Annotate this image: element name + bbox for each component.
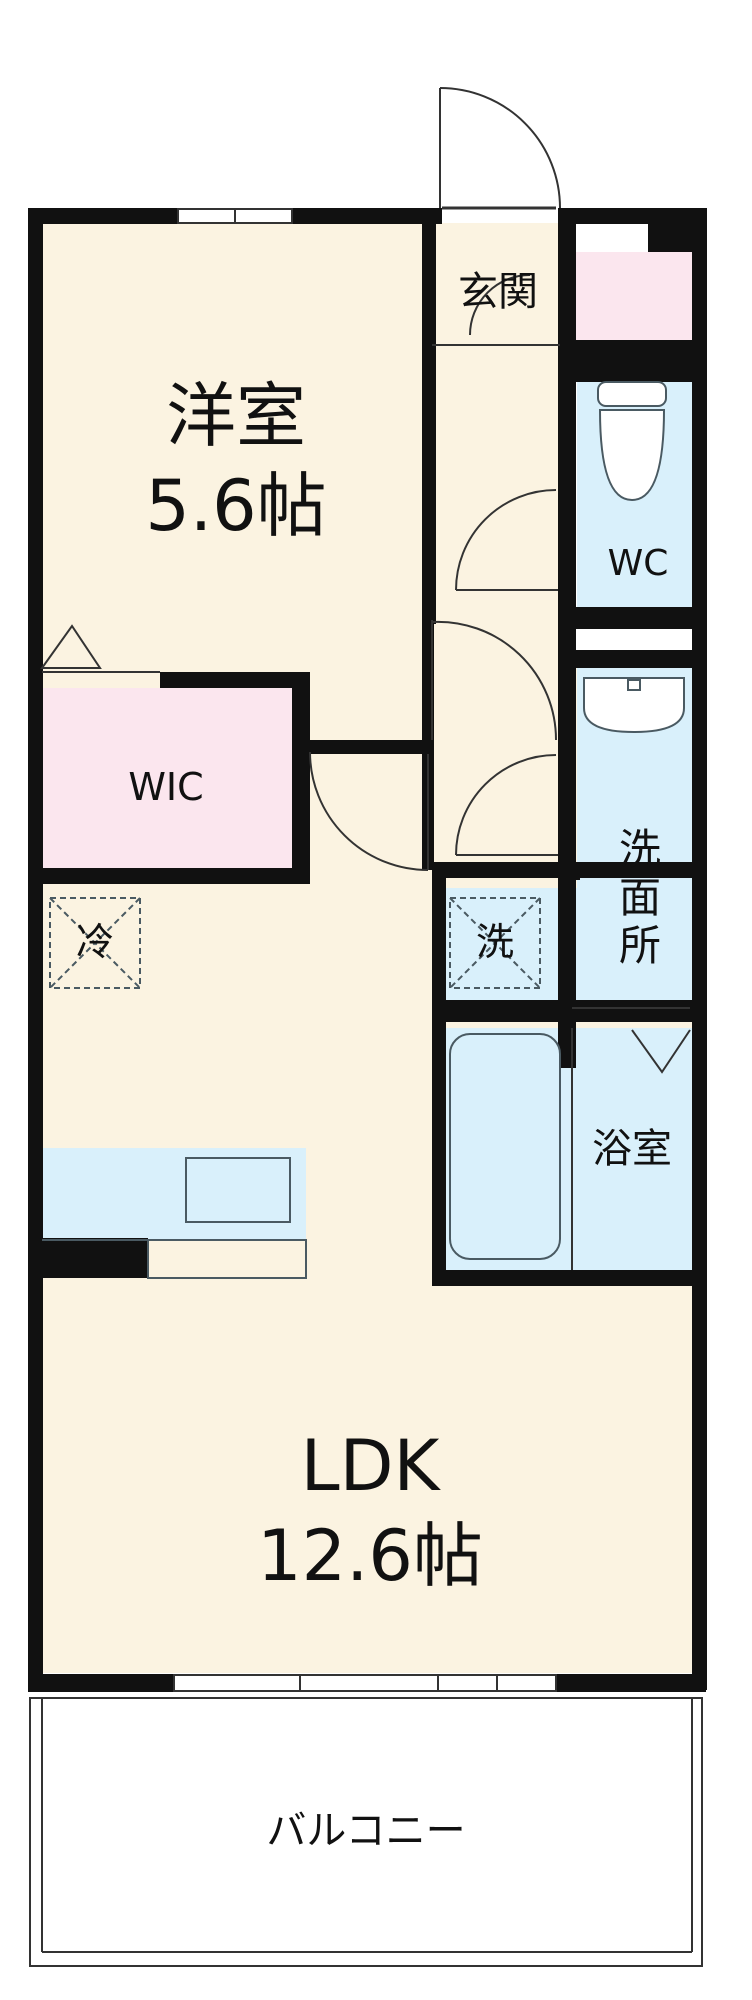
bathtub	[449, 1033, 561, 1260]
toilet-tank	[597, 381, 667, 407]
fridge-label: 冷	[76, 920, 114, 964]
wic-label: WIC	[128, 765, 203, 809]
washroom-label: 洗 面 所	[619, 825, 661, 970]
kitchen-sink	[185, 1157, 291, 1223]
washer-area-floor	[442, 888, 577, 1013]
window-ldk-left	[173, 1674, 439, 1692]
fridge-space	[49, 897, 141, 989]
svg-text:洗: 洗	[619, 825, 661, 874]
balcony-outline	[29, 1697, 703, 1967]
wic-door	[309, 751, 429, 871]
western-room-floor	[42, 223, 432, 653]
wic-floor	[42, 688, 298, 874]
ldk-size: 12.6帖	[257, 1515, 483, 1597]
ldk-name: LDK	[301, 1425, 442, 1507]
walls	[28, 208, 707, 1692]
western-room-size: 5.6帖	[145, 465, 326, 547]
bath-label: 浴室	[592, 1126, 672, 1172]
washer-label: 洗	[476, 920, 514, 964]
doors	[40, 87, 691, 1270]
western-room-name: 洋室	[166, 375, 306, 457]
fixtures	[42, 381, 685, 1279]
shoe-closet	[575, 252, 693, 340]
balcony	[29, 1697, 703, 1967]
hallway-floor	[432, 223, 560, 863]
windows	[173, 208, 557, 1692]
toilet-bowl	[598, 409, 666, 502]
entrance-label: 玄関	[458, 269, 538, 315]
svg-text:面: 面	[619, 873, 661, 922]
labels: 洋室 5.6帖 LDK 12.6帖 WIC 玄関 WC 洗 面 所 浴室 バルコ…	[76, 269, 672, 1854]
washbasin	[583, 677, 685, 734]
washer-space	[449, 897, 541, 989]
svg-text:所: 所	[619, 921, 661, 970]
wc-label: WC	[608, 543, 669, 584]
balcony-label: バルコニー	[266, 1808, 465, 1854]
